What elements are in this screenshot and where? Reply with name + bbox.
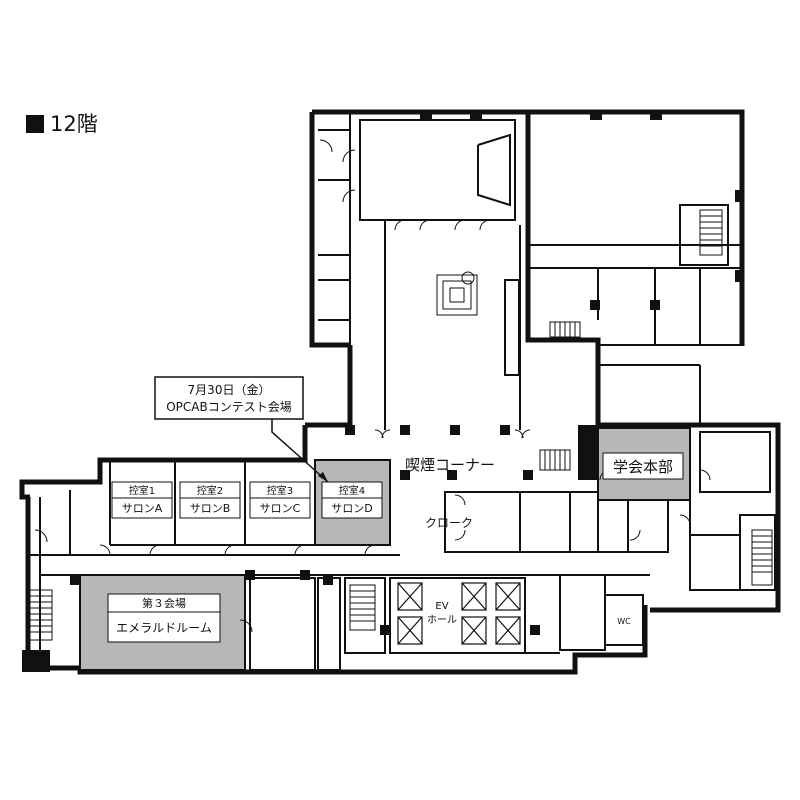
room-venue3[interactable]: 第３会場 エメラルドルーム xyxy=(107,593,221,643)
stairs xyxy=(29,209,773,641)
wc-label: WC xyxy=(617,617,631,626)
room-headquarters-label: 学会本部 xyxy=(613,458,673,476)
callout-leader xyxy=(271,419,329,483)
floor-title-text: 12階 xyxy=(50,112,98,136)
room-hikae3-name: 控室3 xyxy=(267,484,293,497)
floor-title: 12階 xyxy=(26,112,98,136)
callout-line1: 7月30日（金） xyxy=(188,382,271,397)
room-hikae1[interactable]: 控室1 サロンA xyxy=(111,481,173,519)
room-venue3-name: 第３会場 xyxy=(142,596,186,610)
callout-line2: OPCABコンテスト会場 xyxy=(166,400,292,414)
room-hikae2[interactable]: 控室2 サロンB xyxy=(179,481,241,519)
ev-hall-label-2: ホール xyxy=(427,614,457,626)
ev-hall-label-1: EV xyxy=(435,601,448,612)
room-hikae2-salon: サロンB xyxy=(190,502,231,515)
elevators xyxy=(397,582,521,645)
room-headquarters[interactable]: 学会本部 xyxy=(602,452,684,480)
room-hikae4-salon: サロンD xyxy=(331,502,372,515)
room-hikae3[interactable]: 控室3 サロンC xyxy=(249,481,311,519)
doors xyxy=(34,139,711,633)
room-hikae4[interactable]: 控室4 サロンD xyxy=(321,481,383,519)
room-hikae1-salon: サロンA xyxy=(122,502,163,515)
room-venue3-sub: エメラルドルーム xyxy=(116,621,212,635)
callout: 7月30日（金） OPCABコンテスト会場 xyxy=(154,376,329,483)
room-hikae4-name: 控室4 xyxy=(339,484,365,497)
smoking-corner-label: 喫煙コーナー xyxy=(405,456,495,474)
callout-arrowhead xyxy=(318,472,328,482)
room-hikae1-name: 控室1 xyxy=(129,484,155,497)
square-icon xyxy=(26,115,44,133)
room-hikae2-name: 控室2 xyxy=(197,484,223,497)
room-hikae3-salon: サロンC xyxy=(260,502,301,515)
pillars xyxy=(22,112,743,672)
atrium-feature xyxy=(436,271,478,316)
cloak-label: クローク xyxy=(425,516,473,530)
